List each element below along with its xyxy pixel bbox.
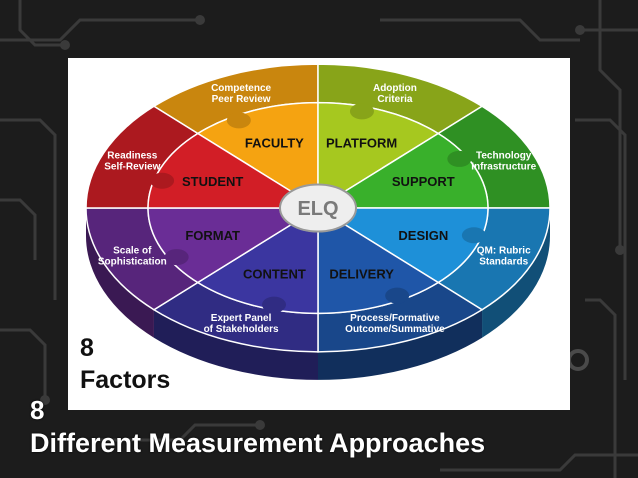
factor-label-delivery: DELIVERY: [329, 266, 394, 281]
factor-label-faculty: FACULTY: [245, 136, 304, 151]
factor-count: 8: [80, 334, 94, 362]
puzzle-tab: [385, 287, 410, 304]
factor-label: Factors: [80, 366, 171, 394]
wheel-side-delivery: [318, 309, 483, 380]
puzzle-tab: [164, 249, 189, 266]
wheel-side-content: [153, 309, 318, 380]
factor-label-student: STUDENT: [182, 174, 243, 189]
puzzle-tab: [226, 112, 251, 129]
puzzle-tab: [262, 296, 287, 313]
approach-count: 8: [30, 395, 45, 425]
factor-label-format: FORMAT: [185, 228, 240, 243]
slide-title: Different Measurement Approaches: [30, 428, 486, 458]
puzzle-tab: [150, 172, 175, 189]
center-label: ELQ: [297, 198, 338, 220]
factor-label-content: CONTENT: [243, 266, 306, 281]
factor-label-design: DESIGN: [398, 228, 448, 243]
puzzle-tab: [447, 150, 472, 167]
wheel-side-design: [482, 208, 550, 338]
factor-label-platform: PLATFORM: [326, 136, 397, 151]
wheel-side-format: [86, 208, 154, 338]
factor-label-support: SUPPORT: [392, 174, 455, 189]
puzzle-tab: [461, 227, 486, 244]
center-hub: [279, 183, 357, 233]
puzzle-tab: [349, 103, 374, 120]
